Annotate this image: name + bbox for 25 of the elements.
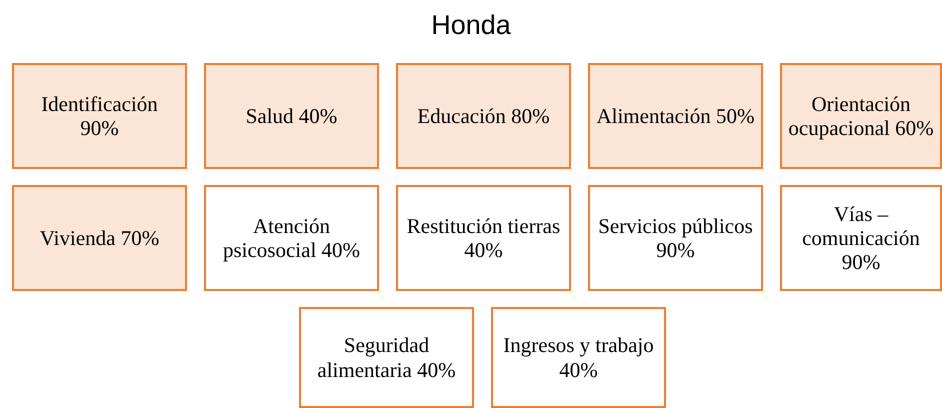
category-label: Alimentación 50% [596,104,755,128]
diagram-title: Honda [430,10,512,41]
category-box [396,185,571,291]
category-label: Servicios públicos 90% [597,214,754,262]
category-label: Educación 80% [417,104,550,128]
category-label: Salud 40% [246,104,338,128]
category-box [491,307,666,408]
category-label: Seguridad alimentaria 40% [316,333,457,382]
category-box [12,185,187,291]
category-box [780,63,942,169]
category-box [396,63,571,169]
category-label: Vías – comunicación 90% [801,202,921,274]
category-box [204,185,379,291]
category-box [780,185,942,291]
category-label: Restitución tierras 40% [406,214,562,262]
category-label: Vivienda 70% [40,226,160,250]
category-box [12,63,187,169]
category-label: Orientación ocupacional 60% [788,92,934,140]
category-box [588,185,763,291]
category-box [588,63,763,169]
category-label: Ingresos y trabajo 40% [502,333,655,382]
category-label: Atención psicosocial 40% [222,214,362,262]
category-box [204,63,379,169]
category-label: Identificación 90% [40,92,159,140]
category-box [299,307,474,408]
